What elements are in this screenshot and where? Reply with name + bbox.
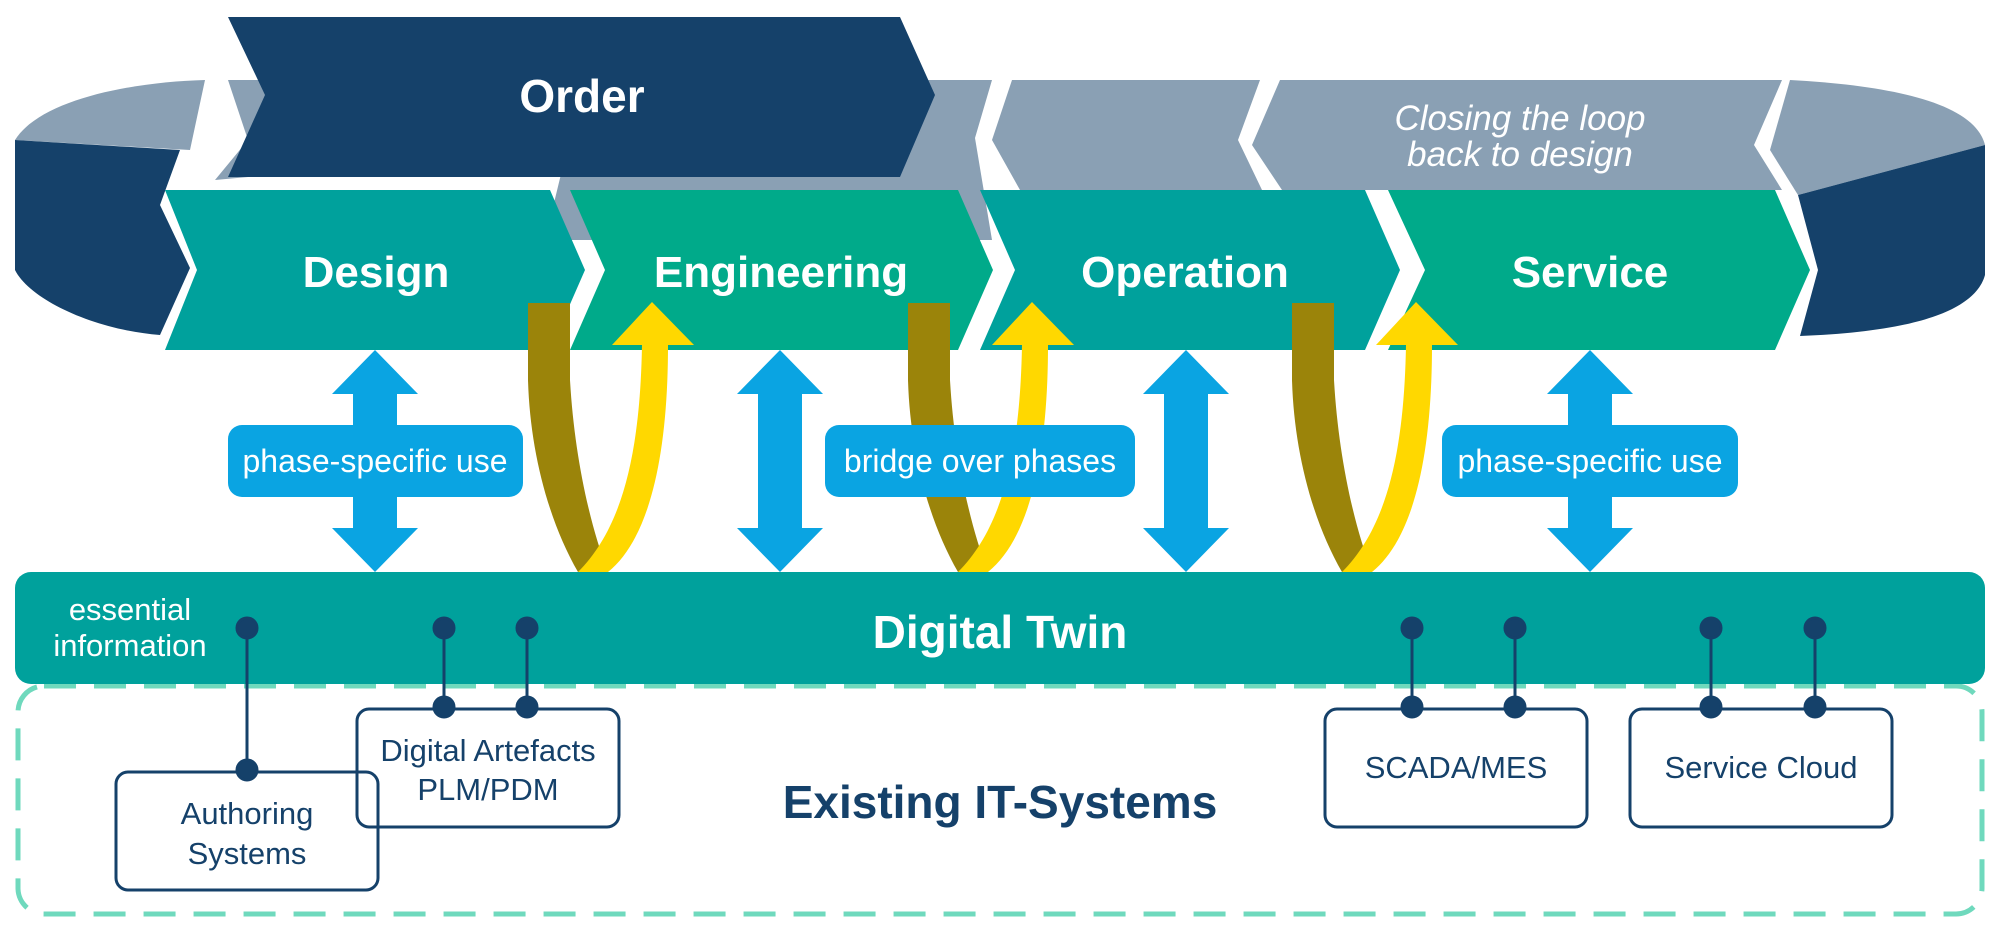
- service-cloud-box: [1628, 707, 1894, 829]
- handover-loop-yellow-3: [1342, 302, 1458, 572]
- digital-twin-title: Digital Twin: [873, 606, 1128, 658]
- back-chevron-3: [1252, 80, 1782, 190]
- phase-chevron-engineering: [570, 190, 993, 350]
- loop-ring-left-top: [15, 80, 205, 150]
- phase-row: Design Engineering Operation Service: [165, 190, 1810, 350]
- pill-phase-specific-left: [228, 425, 523, 497]
- digital-artefacts-box: [355, 707, 621, 829]
- handover-loop-olive-1: [528, 303, 608, 572]
- connector-artefacts-1: [432, 616, 456, 719]
- authoring-systems-box: [114, 770, 380, 892]
- loop-ring-left-side: [15, 140, 190, 335]
- service-cloud-label: Service Cloud: [1665, 750, 1858, 785]
- digital-artefacts-line2: PLM/PDM: [417, 772, 558, 807]
- loop-note-line1: Closing the loop: [1395, 99, 1646, 138]
- order-label: Order: [519, 70, 644, 122]
- scada-mes-label: SCADA/MES: [1365, 750, 1548, 785]
- back-chevron-2: [992, 80, 1262, 190]
- pill-label-right: phase-specific use: [1457, 443, 1722, 479]
- phase-label-operation: Operation: [1081, 248, 1289, 297]
- phase-label-design: Design: [303, 248, 450, 297]
- connector-scada-1: [1400, 616, 1424, 719]
- connector-artefacts-2: [515, 616, 539, 719]
- scada-mes-box: [1323, 707, 1589, 829]
- double-arrow-operation: [1143, 350, 1229, 572]
- connectors: [235, 616, 1827, 782]
- connector-service-cloud-2: [1803, 616, 1827, 719]
- digital-artefacts-line1: Digital Artefacts: [380, 733, 595, 768]
- loop-note-line2: back to design: [1407, 135, 1633, 174]
- phase-chevron-design: [165, 190, 585, 350]
- handover-loop-yellow-1: [578, 302, 694, 572]
- phase-chevron-service: [1388, 190, 1810, 350]
- authoring-systems-line2: Systems: [188, 836, 307, 871]
- phase-label-service: Service: [1512, 248, 1669, 297]
- pill-phase-specific-right: [1442, 425, 1738, 497]
- loop-ring-right-top: [1770, 80, 1985, 195]
- essential-information-line2: information: [53, 628, 206, 663]
- handover-loop-olive-3: [1292, 303, 1372, 572]
- existing-it-systems-title: Existing IT-Systems: [783, 776, 1218, 828]
- pill-label-left: phase-specific use: [242, 443, 507, 479]
- connector-authoring: [235, 616, 259, 782]
- connector-scada-2: [1503, 616, 1527, 719]
- phase-label-engineering: Engineering: [654, 248, 908, 297]
- authoring-systems-line1: Authoring: [181, 796, 314, 831]
- connector-service-cloud-1: [1699, 616, 1723, 719]
- essential-information-line1: essential: [69, 592, 191, 627]
- pill-label-center: bridge over phases: [844, 443, 1116, 479]
- loop-ring: [15, 80, 1985, 336]
- it-system-boxes: Authoring Systems Digital Artefacts PLM/…: [114, 707, 1894, 892]
- pill-bridge-over-phases: [825, 425, 1135, 497]
- digital-twin-bar: [15, 572, 1985, 684]
- loop-ring-right-side: [1798, 145, 1985, 336]
- usage-pills: phase-specific use bridge over phases ph…: [228, 425, 1738, 497]
- double-arrow-engineering: [737, 350, 823, 572]
- order-chevron: [228, 17, 935, 177]
